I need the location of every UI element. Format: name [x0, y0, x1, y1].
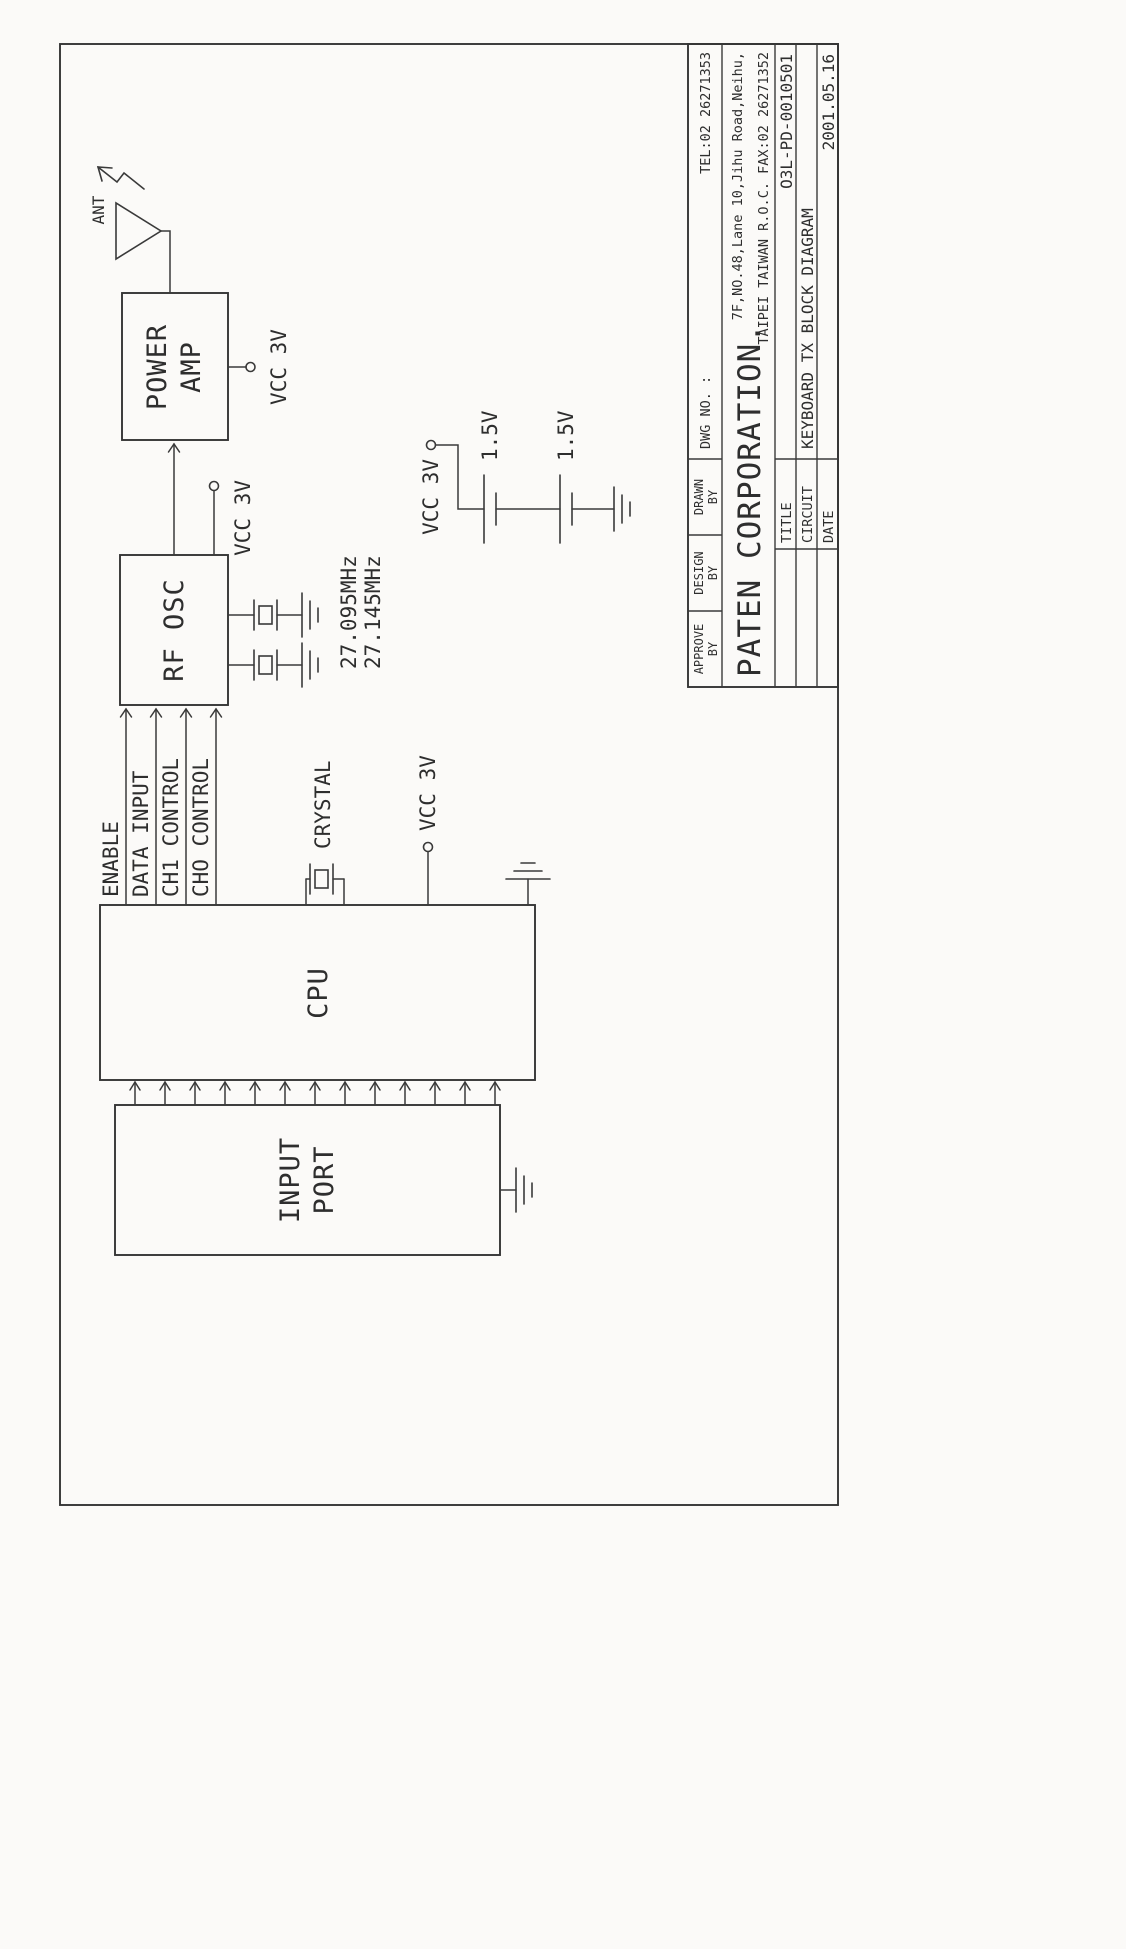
- vcc-terminal-icon: [422, 841, 434, 853]
- ground-icon: [505, 862, 551, 880]
- crystal-icon: [253, 649, 278, 681]
- cpu-block: CPU: [99, 904, 536, 1081]
- power-amp-vcc: VCC 3V: [227, 329, 291, 405]
- cpu-box: [99, 904, 536, 1081]
- battery-vcc-label: VCC 3V: [419, 459, 443, 535]
- amp-to-antenna-wire: [160, 230, 171, 294]
- battery-2-label: 1.5V: [554, 410, 578, 461]
- crystal-icon: [309, 863, 334, 895]
- approve-by-label-line1: APPROVE: [692, 624, 706, 675]
- input-port-to-cpu-arrows: [129, 1081, 501, 1106]
- input-port-ground: [499, 1167, 533, 1213]
- title-row-value: O3L-PD-0010501: [777, 54, 796, 189]
- battery-cell-icon: [559, 474, 573, 544]
- dwg-no-label: DWG NO. :: [698, 376, 714, 449]
- title-block-border: [687, 43, 839, 688]
- antenna-label: ANT: [89, 195, 108, 224]
- battery-1-label: 1.5V: [478, 410, 502, 461]
- antenna-icon: [115, 201, 163, 261]
- ch0-control-arrowhead: [209, 707, 223, 718]
- ground-icon: [301, 642, 319, 688]
- power-amp-label-line2: AMP: [176, 341, 207, 393]
- power-amp-box: [121, 292, 229, 441]
- ch1-control-arrowhead: [179, 707, 193, 718]
- enable-arrowhead: [119, 707, 133, 718]
- circuit-row-value: KEYBOARD TX BLOCK DIAGRAM: [798, 208, 817, 449]
- design-by-label-line1: DESIGN: [692, 551, 706, 594]
- company-tel: TEL:02 26271353: [698, 52, 714, 174]
- cpu-to-rfosc-signals: ENABLE DATA INPUT CH1 CONTROL CHO CONTRO…: [99, 707, 223, 906]
- rf-osc-vcc: VCC 3V: [208, 480, 255, 556]
- date-row-value: 2001.05.16: [819, 54, 838, 150]
- data-input-arrowhead: [149, 707, 163, 718]
- rf-osc-label: RF OSC: [159, 578, 190, 682]
- cpu-crystal-label: CRYSTAL: [311, 760, 335, 849]
- input-port-label-line1: INPUT: [275, 1137, 306, 1223]
- title-block: APPROVE BY DESIGN BY DRAWN BY DWG NO. : …: [687, 43, 839, 688]
- title-row-label: TITLE: [779, 502, 795, 543]
- design-by-label-line2: BY: [706, 565, 720, 580]
- input-port-block: INPUT PORT: [114, 1104, 501, 1256]
- cpu-vcc: VCC 3V: [416, 755, 440, 906]
- rf-radiation-icon: [97, 166, 145, 190]
- rf-osc-vcc-label: VCC 3V: [231, 480, 255, 556]
- date-row-label: DATE: [821, 510, 837, 543]
- cpu-label: CPU: [303, 967, 334, 1019]
- circuit-row-label: CIRCUIT: [800, 486, 816, 543]
- vcc-terminal-icon: [425, 439, 437, 451]
- battery-cell-icon: [483, 474, 497, 544]
- ch0-control-label: CHO CONTROL: [189, 758, 213, 897]
- power-amp-label-line1: POWER: [142, 324, 173, 410]
- rf-to-amp-arrowhead: [167, 442, 181, 453]
- input-port-label-line2: PORT: [309, 1145, 340, 1214]
- ground-icon: [301, 592, 319, 638]
- antenna-assembly: ANT: [89, 166, 171, 294]
- drawing-border: [59, 43, 839, 1506]
- vcc-terminal-icon: [208, 480, 220, 492]
- crystal-icon: [253, 599, 278, 631]
- rf-radiation-arrowhead: [96, 166, 113, 182]
- power-amp-vcc-label: VCC 3V: [267, 329, 291, 405]
- rfosc-to-poweramp-wire: [167, 442, 181, 556]
- input-port-box: [114, 1104, 501, 1256]
- company-name: PATEN CORPORATION.: [732, 323, 768, 677]
- ground-icon: [515, 1167, 533, 1213]
- vcc-terminal-icon: [245, 361, 256, 373]
- ground-icon: [613, 486, 631, 532]
- drawn-by-label-line1: DRAWN: [692, 479, 706, 515]
- enable-label: ENABLE: [99, 821, 123, 897]
- rf-crystal-channel-1: [227, 642, 319, 688]
- power-amp-block: POWER AMP: [121, 292, 229, 441]
- battery-supply: VCC 3V 1.5V 1.5V: [419, 410, 631, 544]
- drawn-by-label-line2: BY: [706, 489, 720, 504]
- cpu-ground: [505, 862, 551, 906]
- rf-crystal-channel-2: [227, 592, 319, 638]
- company-address-line1: 7F,NO.48,Lane 10,Jihu Road,Neihu,: [730, 52, 746, 320]
- rf-osc-block: RF OSC: [119, 554, 229, 706]
- battery-wire: [434, 444, 485, 510]
- cpu-vcc-label: VCC 3V: [416, 755, 440, 831]
- cpu-crystal: CRYSTAL: [305, 760, 345, 906]
- crystal-freq-1-label: 27.095MHz: [337, 555, 361, 669]
- ch1-control-label: CH1 CONTROL: [159, 758, 183, 897]
- company-address-line2: TAIPEI TAIWAN R.O.C. FAX:02 26271352: [756, 52, 772, 345]
- approve-by-label-line2: BY: [706, 641, 720, 656]
- data-input-label: DATA INPUT: [129, 770, 153, 897]
- crystal-freq-2-label: 27.145MHz: [361, 555, 385, 669]
